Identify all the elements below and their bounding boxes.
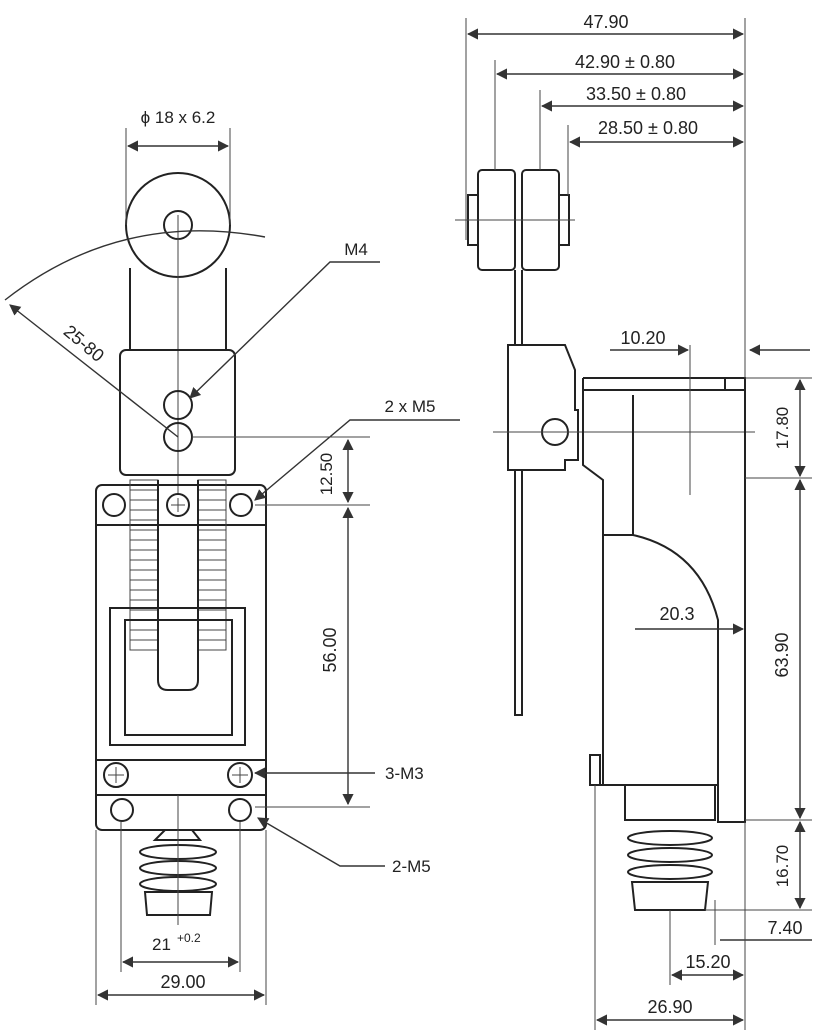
side-plunger-base — [624, 784, 716, 821]
side-plunger-label: 16.70 — [773, 845, 792, 888]
side-head-label: 17.80 — [773, 407, 792, 450]
side-body — [582, 377, 746, 823]
arm-screw-label: M4 — [344, 240, 368, 259]
side-total-w-label: 26.90 — [647, 997, 692, 1017]
m5-hole-bottom-left — [110, 798, 134, 822]
screws-bottom-1-label: 3-M3 — [385, 764, 424, 783]
side-radius-label: 20.3 — [659, 604, 694, 624]
side-bellows — [627, 830, 713, 911]
knurl-left — [129, 479, 159, 651]
dim-top-label: 12.50 — [317, 453, 336, 496]
actuator-head — [119, 349, 236, 476]
side-dim-4-label: 28.50 ± 0.80 — [598, 118, 698, 138]
side-body-label: 63.90 — [772, 632, 792, 677]
arm-length-dim-line — [9, 304, 179, 438]
lever-arm — [129, 268, 227, 350]
swing-arc — [4, 230, 266, 301]
roller-dim-label: ϕ 18 x 6.2 — [141, 108, 216, 127]
slot-frame — [109, 607, 246, 746]
side-dim-2-label: 42.90 ± 0.80 — [575, 52, 675, 72]
mount-screws-top-label: 2 x M5 — [384, 397, 435, 416]
center-screw — [166, 493, 190, 517]
front-view: ϕ 18 x 6.2 25-80 M4 2 x M5 12.50 56.00 3… — [4, 108, 460, 1005]
width-total-label: 29.00 — [160, 972, 205, 992]
m5-hole-bottom-right — [228, 798, 252, 822]
screws-bottom-2-label: 2-M5 — [392, 857, 431, 876]
side-dim-1-label: 47.90 — [583, 12, 628, 32]
mount-hole-top-right — [229, 493, 253, 517]
side-offset-label: 10.20 — [620, 328, 665, 348]
side-dim-3-label: 33.50 ± 0.80 — [586, 84, 686, 104]
width-inner-tolerance: +0.2 — [177, 931, 201, 945]
side-plunger-pos-label: 15.20 — [685, 952, 730, 972]
u-slot — [157, 480, 199, 691]
side-plunger-w-label: 7.40 — [767, 918, 802, 938]
mount-hole-top-left — [102, 493, 126, 517]
dim-mid-label: 56.00 — [320, 627, 340, 672]
side-view: 47.90 42.90 ± 0.80 33.50 ± 0.80 28.50 ± … — [455, 12, 812, 1030]
arm-screw-hole — [163, 390, 193, 420]
switch-body — [95, 484, 267, 831]
knurl-right — [197, 479, 227, 651]
m3-screw-left — [103, 762, 129, 788]
side-lever-rod — [514, 270, 523, 345]
m3-screw-right — [227, 762, 253, 788]
width-inner-label: 21 — [152, 935, 171, 954]
side-head — [507, 344, 579, 471]
arm-length-label: 25-80 — [60, 321, 108, 366]
